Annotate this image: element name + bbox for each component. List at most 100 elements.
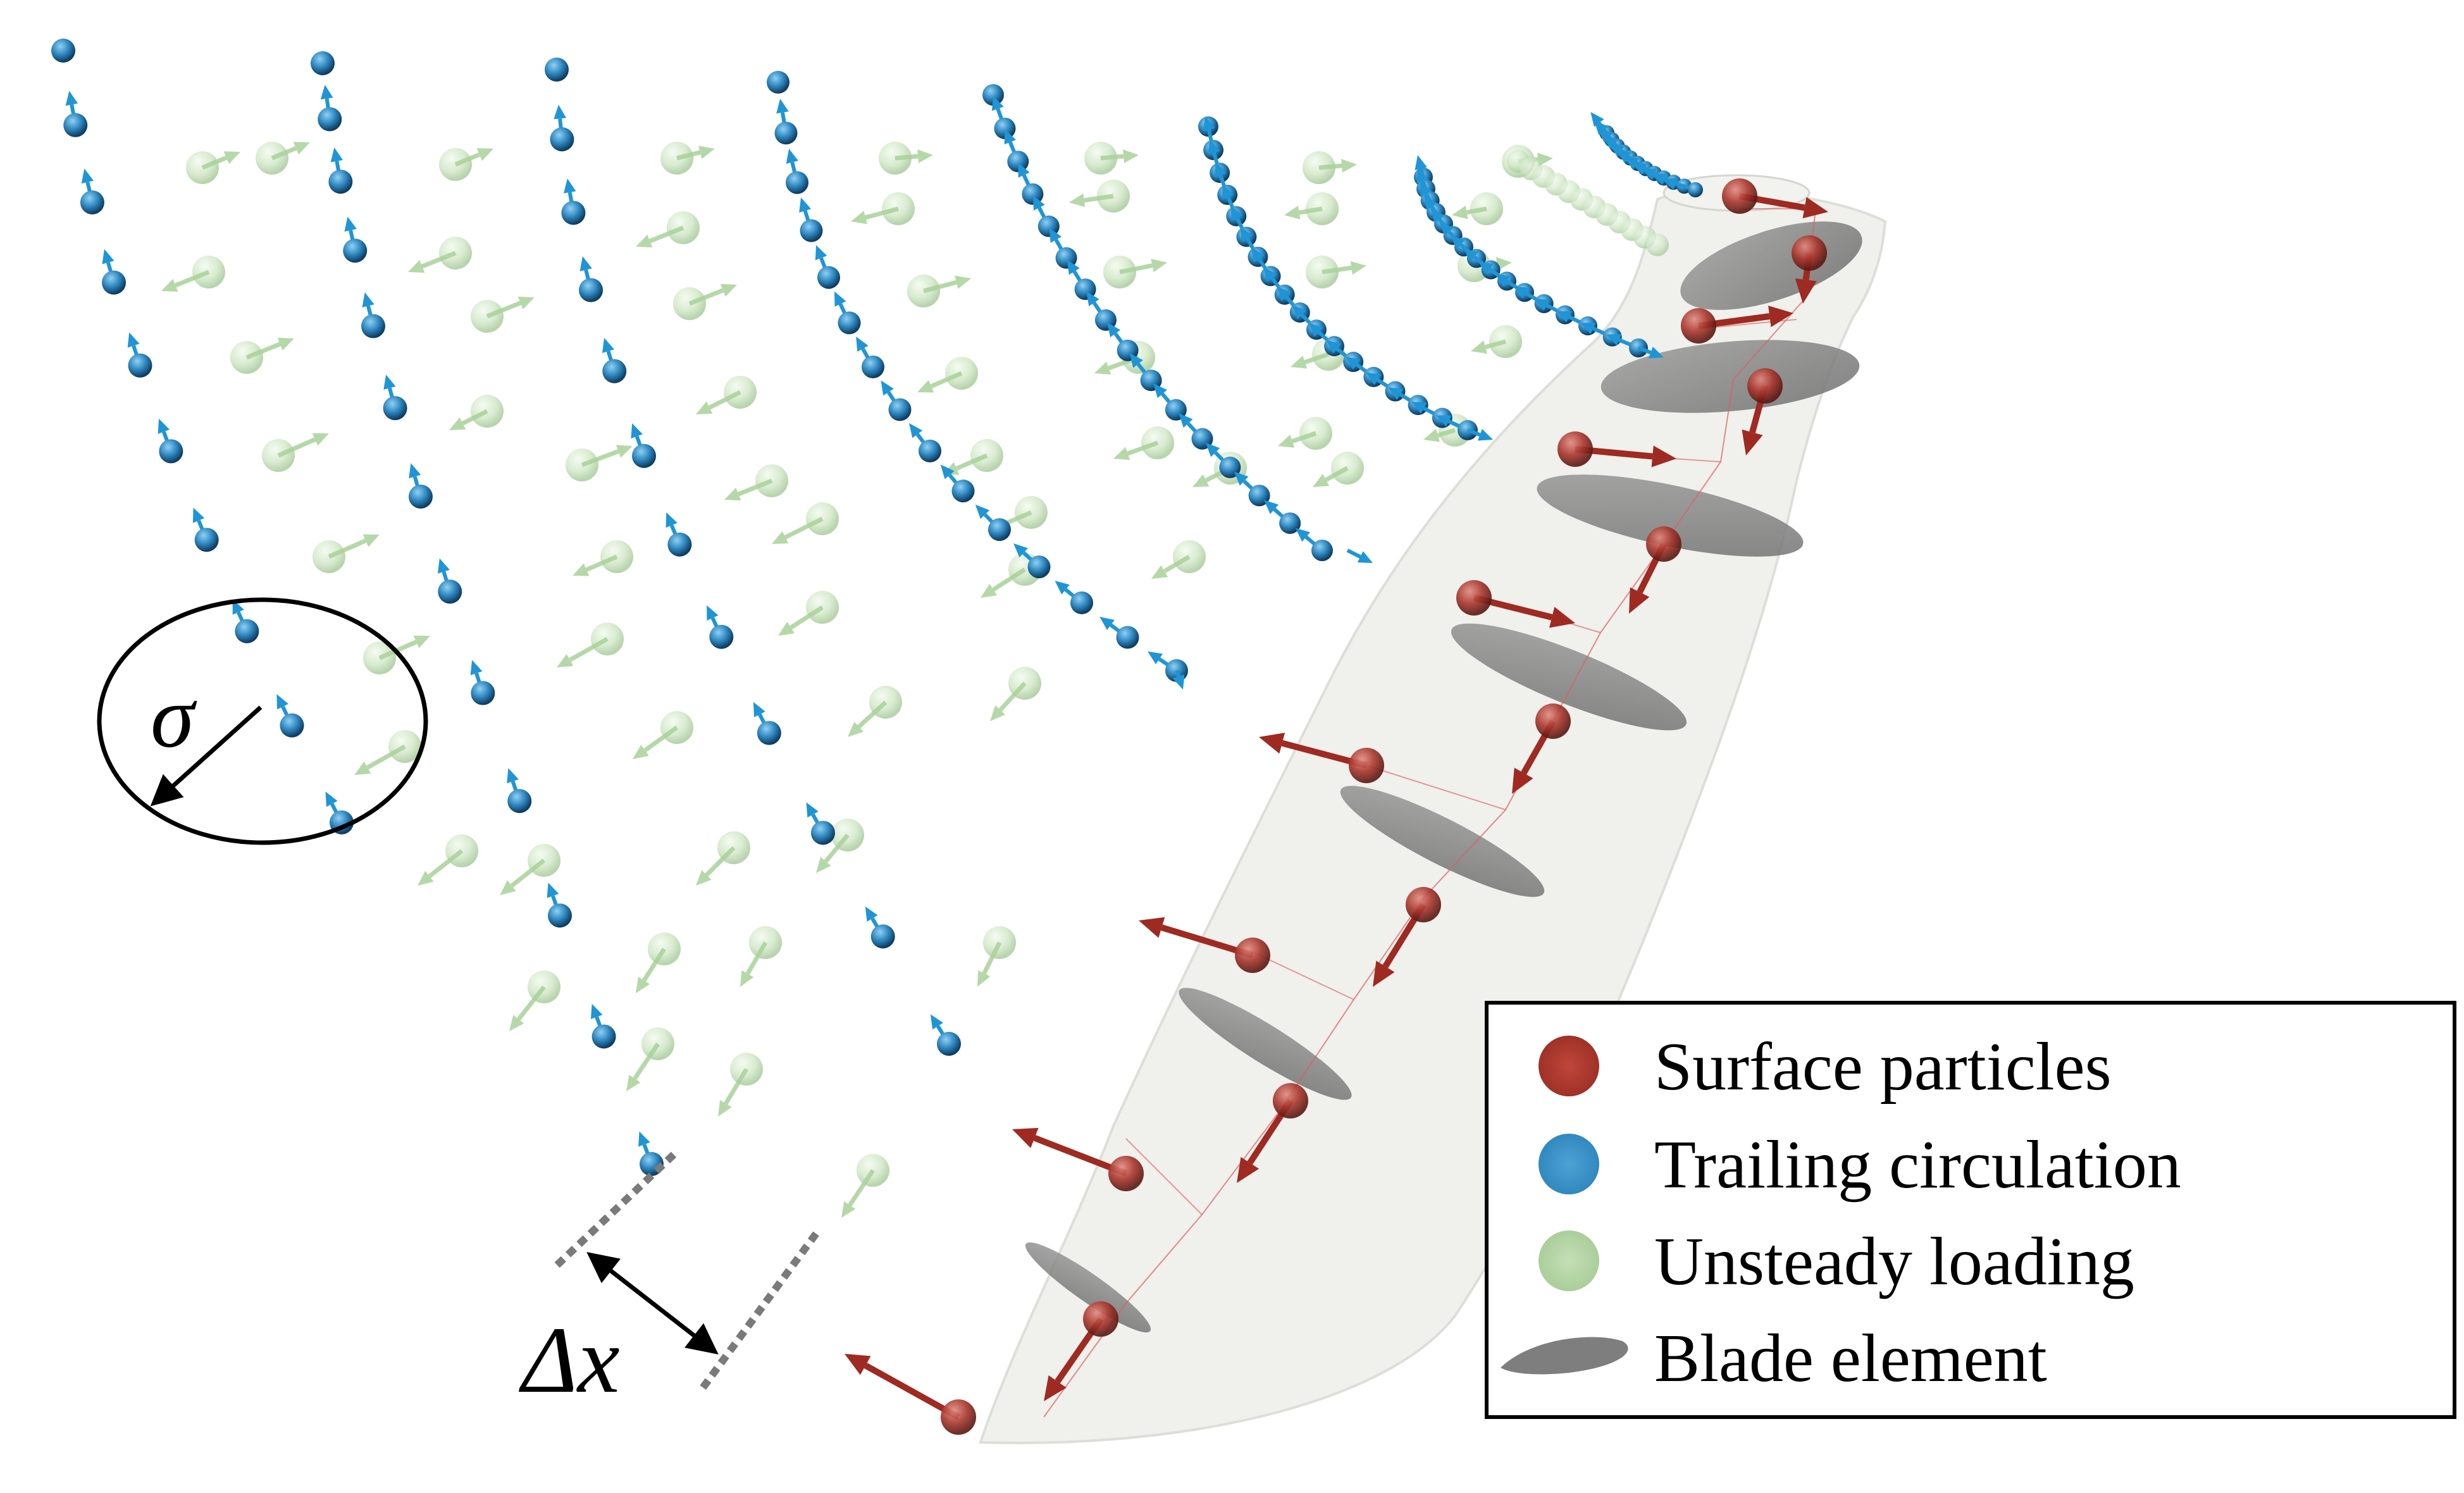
unsteady-arrow <box>557 636 609 667</box>
trailing-particle <box>709 624 734 649</box>
trailing-particle <box>311 51 335 75</box>
trailing-particle <box>471 681 495 705</box>
unsteady-arrow <box>772 516 824 544</box>
trailing-particle <box>1007 151 1029 173</box>
unsteady-arrow <box>1423 428 1456 442</box>
surface-particle <box>1681 308 1716 344</box>
surface-particle <box>1535 703 1571 739</box>
legend-unsteady-marker <box>1538 1230 1599 1291</box>
legend: Surface particles Trailing circulation U… <box>1485 1001 2456 1419</box>
surface-particle <box>1722 178 1757 214</box>
trailing-particle <box>937 1032 961 1056</box>
trailing-particle <box>159 439 183 464</box>
unsteady-arrow <box>1322 261 1366 275</box>
surface-arrow <box>845 1354 960 1420</box>
trailing-particle <box>579 278 604 302</box>
blade-section-6 <box>1179 988 1352 1100</box>
legend-unsteady-label: Unsteady loading <box>1654 1224 2134 1299</box>
delta-x-dash-right <box>699 1231 819 1391</box>
blade-chord-line-7 <box>1125 1138 1203 1215</box>
unsteady-arrow <box>245 337 294 360</box>
legend-trailing-label: Trailing circulation <box>1654 1127 2181 1203</box>
unsteady-arrow <box>848 700 888 737</box>
unsteady-arrow <box>378 635 430 660</box>
trailing-particle <box>128 353 152 378</box>
trailing-particle <box>328 170 353 194</box>
unsteady-arrow <box>408 251 457 273</box>
legend-trailing-marker <box>1538 1134 1599 1194</box>
unsteady-arrow <box>449 409 488 430</box>
trailing-particle <box>1070 591 1093 614</box>
unsteady-arrow <box>277 433 329 458</box>
trailing-particle <box>438 579 462 604</box>
unsteady-arrow <box>201 151 240 170</box>
unsteady-arrow <box>328 534 380 559</box>
trailing-particle <box>550 127 574 152</box>
blade-section-5 <box>1340 786 1545 897</box>
unsteady-arrow <box>778 605 824 636</box>
trailing-particle <box>632 443 657 468</box>
unsteady-arrow <box>851 206 899 225</box>
trailing-arrow <box>1346 548 1373 563</box>
legend-box <box>1485 1001 2456 1419</box>
unsteady-arrow <box>1452 206 1487 220</box>
blade-chord-line-5 <box>1366 765 1506 810</box>
surface-particle <box>1349 748 1384 783</box>
trailing-particle <box>862 356 884 378</box>
trailing-particle <box>545 58 569 82</box>
trailing-particle <box>409 485 433 509</box>
trailing-particle <box>548 903 572 928</box>
unsteady-arrow <box>1278 431 1317 448</box>
unsteady-arrow <box>923 275 971 294</box>
trailing-circulation-particles <box>51 39 1703 1176</box>
unsteady-arrow <box>636 948 666 993</box>
blade-section-3 <box>1537 474 1804 557</box>
unsteady-arrow <box>418 849 464 886</box>
unsteady-arrow <box>1100 149 1139 163</box>
trailing-particle <box>757 721 781 745</box>
delta-x-arrow <box>586 1251 719 1355</box>
unsteady-arrow <box>676 146 715 161</box>
trailing-particle <box>383 396 407 421</box>
unsteady-arrow <box>1113 440 1159 461</box>
delta-x-dash-left <box>550 1151 677 1272</box>
surface-particle <box>1083 1301 1118 1337</box>
blade-section-4 <box>1451 623 1687 731</box>
trailing-arrow <box>1172 670 1185 690</box>
trailing-particle <box>870 924 895 949</box>
trailing-particle <box>1116 626 1139 649</box>
trailing-particle <box>1279 512 1301 534</box>
legend-blade-element-marker <box>1501 1337 1628 1375</box>
trailing-particle <box>102 270 126 295</box>
trailing-particle <box>817 266 840 289</box>
trailing-particle <box>235 619 259 643</box>
surface-particle <box>1456 580 1492 616</box>
unsteady-arrow <box>509 985 546 1031</box>
unsteady-arrow <box>636 225 684 248</box>
trailing-particle <box>1688 182 1703 197</box>
unsteady-arrow <box>633 726 679 759</box>
unsteady-arrow <box>271 142 310 161</box>
unsteady-arrow <box>626 1043 660 1091</box>
unsteady-arrow <box>486 296 535 319</box>
trailing-particle <box>343 239 368 263</box>
surface-particle <box>1273 1083 1308 1118</box>
unsteady-arrow <box>573 554 618 576</box>
trailing-particle <box>1311 540 1333 561</box>
unsteady-arrow <box>1313 466 1349 487</box>
unsteady-arrow <box>454 148 493 167</box>
unsteady-arrow <box>718 1068 749 1117</box>
trailing-particle <box>561 201 586 225</box>
trailing-particle <box>318 107 342 132</box>
sigma-label: σ <box>151 668 197 766</box>
trailing-particle <box>994 117 1016 139</box>
unsteady-arrow <box>1119 259 1167 275</box>
legend-blade-label: Blade element <box>1654 1321 2047 1396</box>
blade-section-7 <box>1025 1242 1151 1333</box>
unsteady-arrow <box>1318 159 1357 173</box>
surface-particle <box>1108 1156 1144 1191</box>
trailing-particle <box>919 439 941 462</box>
unsteady-arrow <box>500 858 546 895</box>
unsteady-arrow <box>895 149 933 163</box>
